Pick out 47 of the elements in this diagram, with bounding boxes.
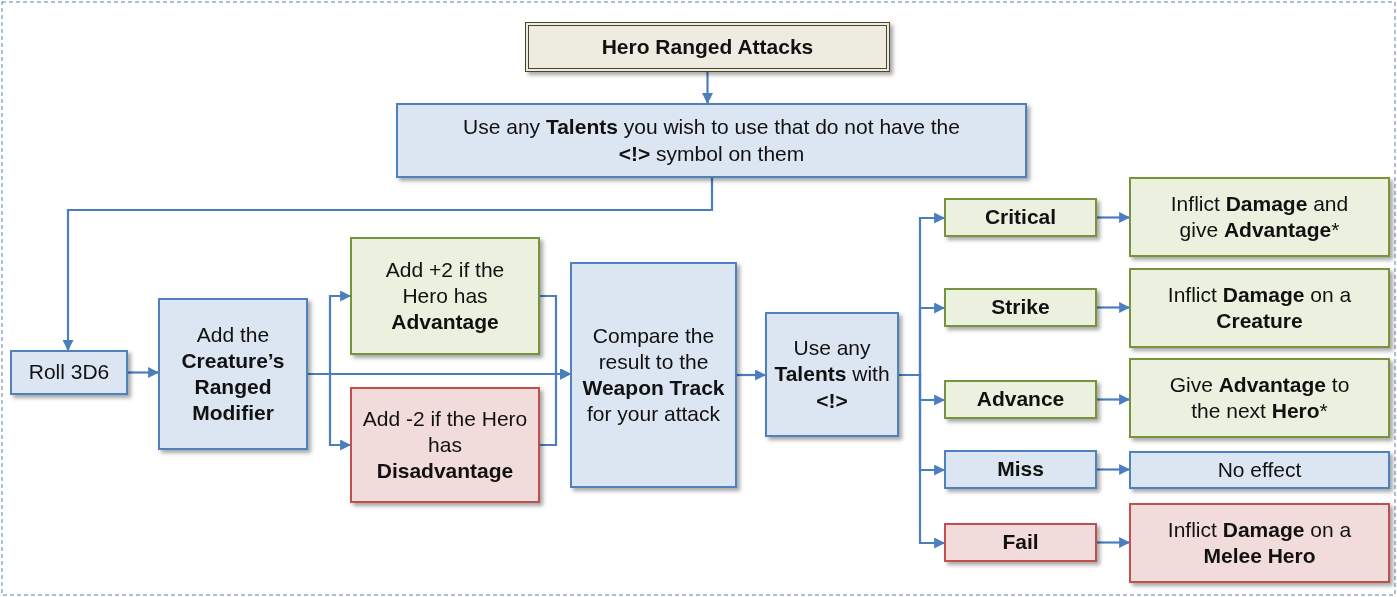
box-text: Advance <box>976 386 1065 413</box>
process-box <box>1129 503 1390 583</box>
box-text: Fail <box>1002 529 1039 556</box>
box-text: Add -2 if the Hero has Disadvantage <box>361 405 529 485</box>
process-box <box>350 387 540 503</box>
box-text: Compare the result to the Weapon Track for your attack <box>581 322 726 428</box>
process-box <box>1129 451 1390 489</box>
box-text: Strike <box>991 294 1050 321</box>
arrow <box>1097 212 1131 223</box>
box-text: Roll 3D6 <box>28 359 110 386</box>
box-text: Use any Talents you wish to use that do not have the <!> symbol on them <box>462 114 961 167</box>
process-box <box>1129 268 1390 348</box>
arrow <box>128 367 160 378</box>
process-box <box>158 298 308 450</box>
box-text: No effect <box>1217 456 1302 483</box>
arrow <box>540 368 572 447</box>
process-box <box>350 237 540 355</box>
arrow <box>62 178 714 352</box>
box-text: Inflict Damage and give Advantage* <box>1169 190 1350 243</box>
arrow <box>737 369 767 381</box>
process-box <box>944 198 1097 237</box>
arrow <box>899 373 946 549</box>
process-box <box>1129 177 1390 257</box>
arrow <box>1097 394 1131 405</box>
process-box <box>944 288 1097 327</box>
box-text: Use any Talents with <!> <box>773 335 891 414</box>
box-text: Add +2 if the Hero has Advantage <box>384 256 506 336</box>
process-box <box>944 450 1097 489</box>
box-text: Critical <box>984 204 1057 231</box>
process-box <box>10 350 128 395</box>
process-box <box>570 262 737 488</box>
box-text: Add the Creature’s Ranged Modifier <box>180 321 286 427</box>
box-text: Hero Ranged Attacks <box>601 33 814 60</box>
title-box <box>525 22 890 72</box>
box-text: Miss <box>997 456 1044 483</box>
arrow <box>1097 537 1131 548</box>
process-box <box>944 380 1097 419</box>
box-text: Inflict Damage on a Creature <box>1166 281 1353 334</box>
box-text: Inflict Damage on a Melee Hero <box>1166 516 1353 569</box>
arrow <box>702 72 713 105</box>
arrow <box>1097 464 1131 475</box>
process-box <box>396 103 1027 178</box>
process-box <box>765 312 899 437</box>
arrow <box>1097 302 1131 313</box>
process-box <box>944 523 1097 562</box>
process-box <box>1129 358 1390 438</box>
box-text: Give Advantage to the next Hero* <box>1168 371 1351 424</box>
